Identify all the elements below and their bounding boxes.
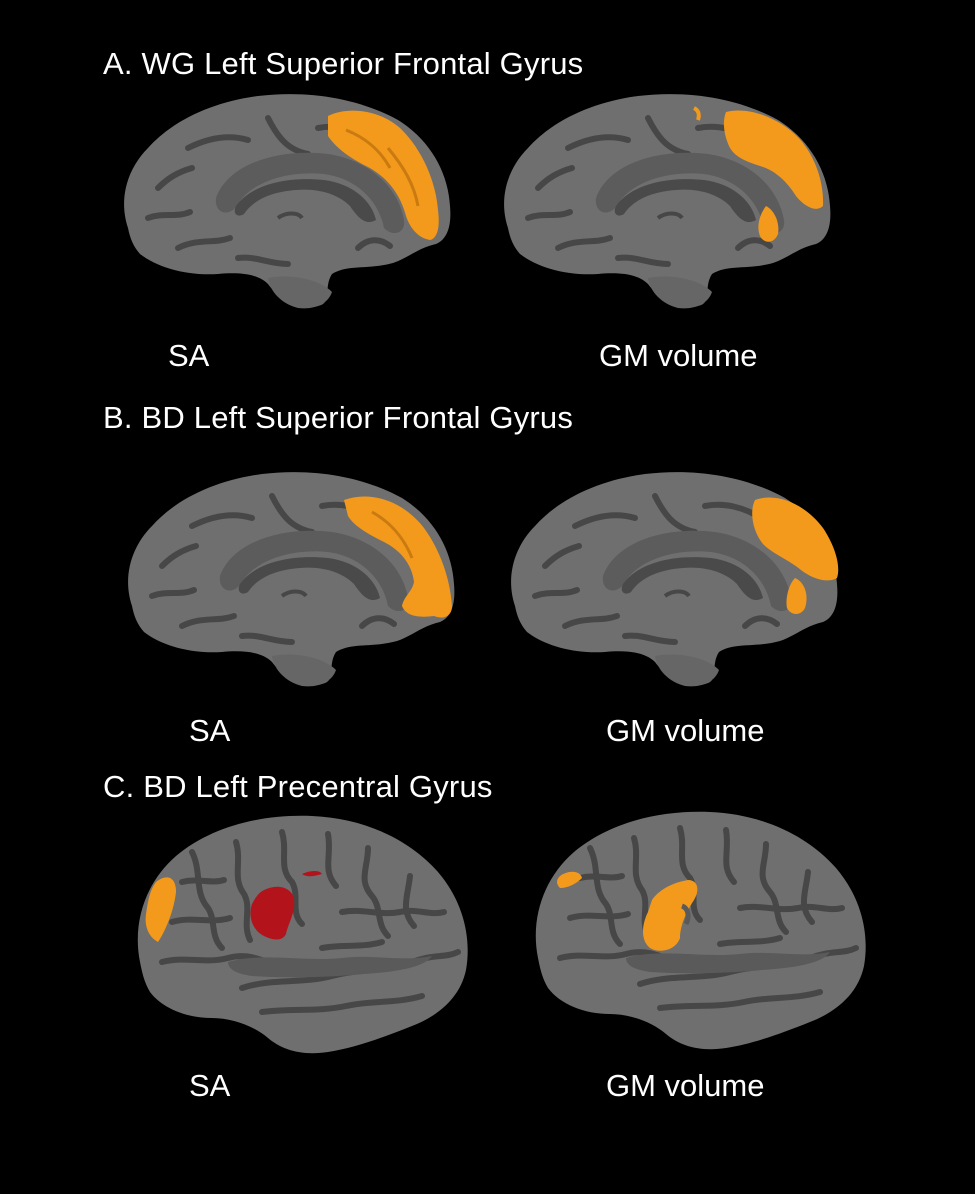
- panel-b-left-label: SA: [189, 713, 231, 748]
- frontal-highlight-gm: [557, 871, 582, 888]
- frontal-highlight-sa: [145, 877, 176, 942]
- panel-c-sa-brain: [132, 812, 482, 1062]
- sfg-highlight-gm: [723, 110, 824, 209]
- panel-a-sa-brain: [118, 88, 463, 313]
- panel-a-gm-brain: [498, 88, 843, 313]
- panel-a-right-label: GM volume: [599, 338, 758, 373]
- panel-a-left-label: SA: [168, 338, 210, 373]
- precentral-highlight-sa: [250, 886, 295, 940]
- sfg-highlight-sa: [344, 496, 452, 618]
- panel-a-title: A. WG Left Superior Frontal Gyrus: [103, 46, 584, 81]
- panel-b-right-label: GM volume: [606, 713, 765, 748]
- precentral-highlight-gm: [643, 880, 698, 951]
- panel-b-gm-brain: [505, 456, 850, 701]
- sfg-highlight-gm: [752, 497, 839, 581]
- panel-c-right-label: GM volume: [606, 1068, 765, 1103]
- sfg-highlight-sa: [328, 110, 439, 240]
- panel-c-title: C. BD Left Precentral Gyrus: [103, 769, 493, 804]
- panel-c-gm-brain: [530, 808, 880, 1058]
- panel-b-title: B. BD Left Superior Frontal Gyrus: [103, 400, 574, 435]
- panel-b-sa-brain: [122, 456, 467, 701]
- panel-c-left-label: SA: [189, 1068, 231, 1103]
